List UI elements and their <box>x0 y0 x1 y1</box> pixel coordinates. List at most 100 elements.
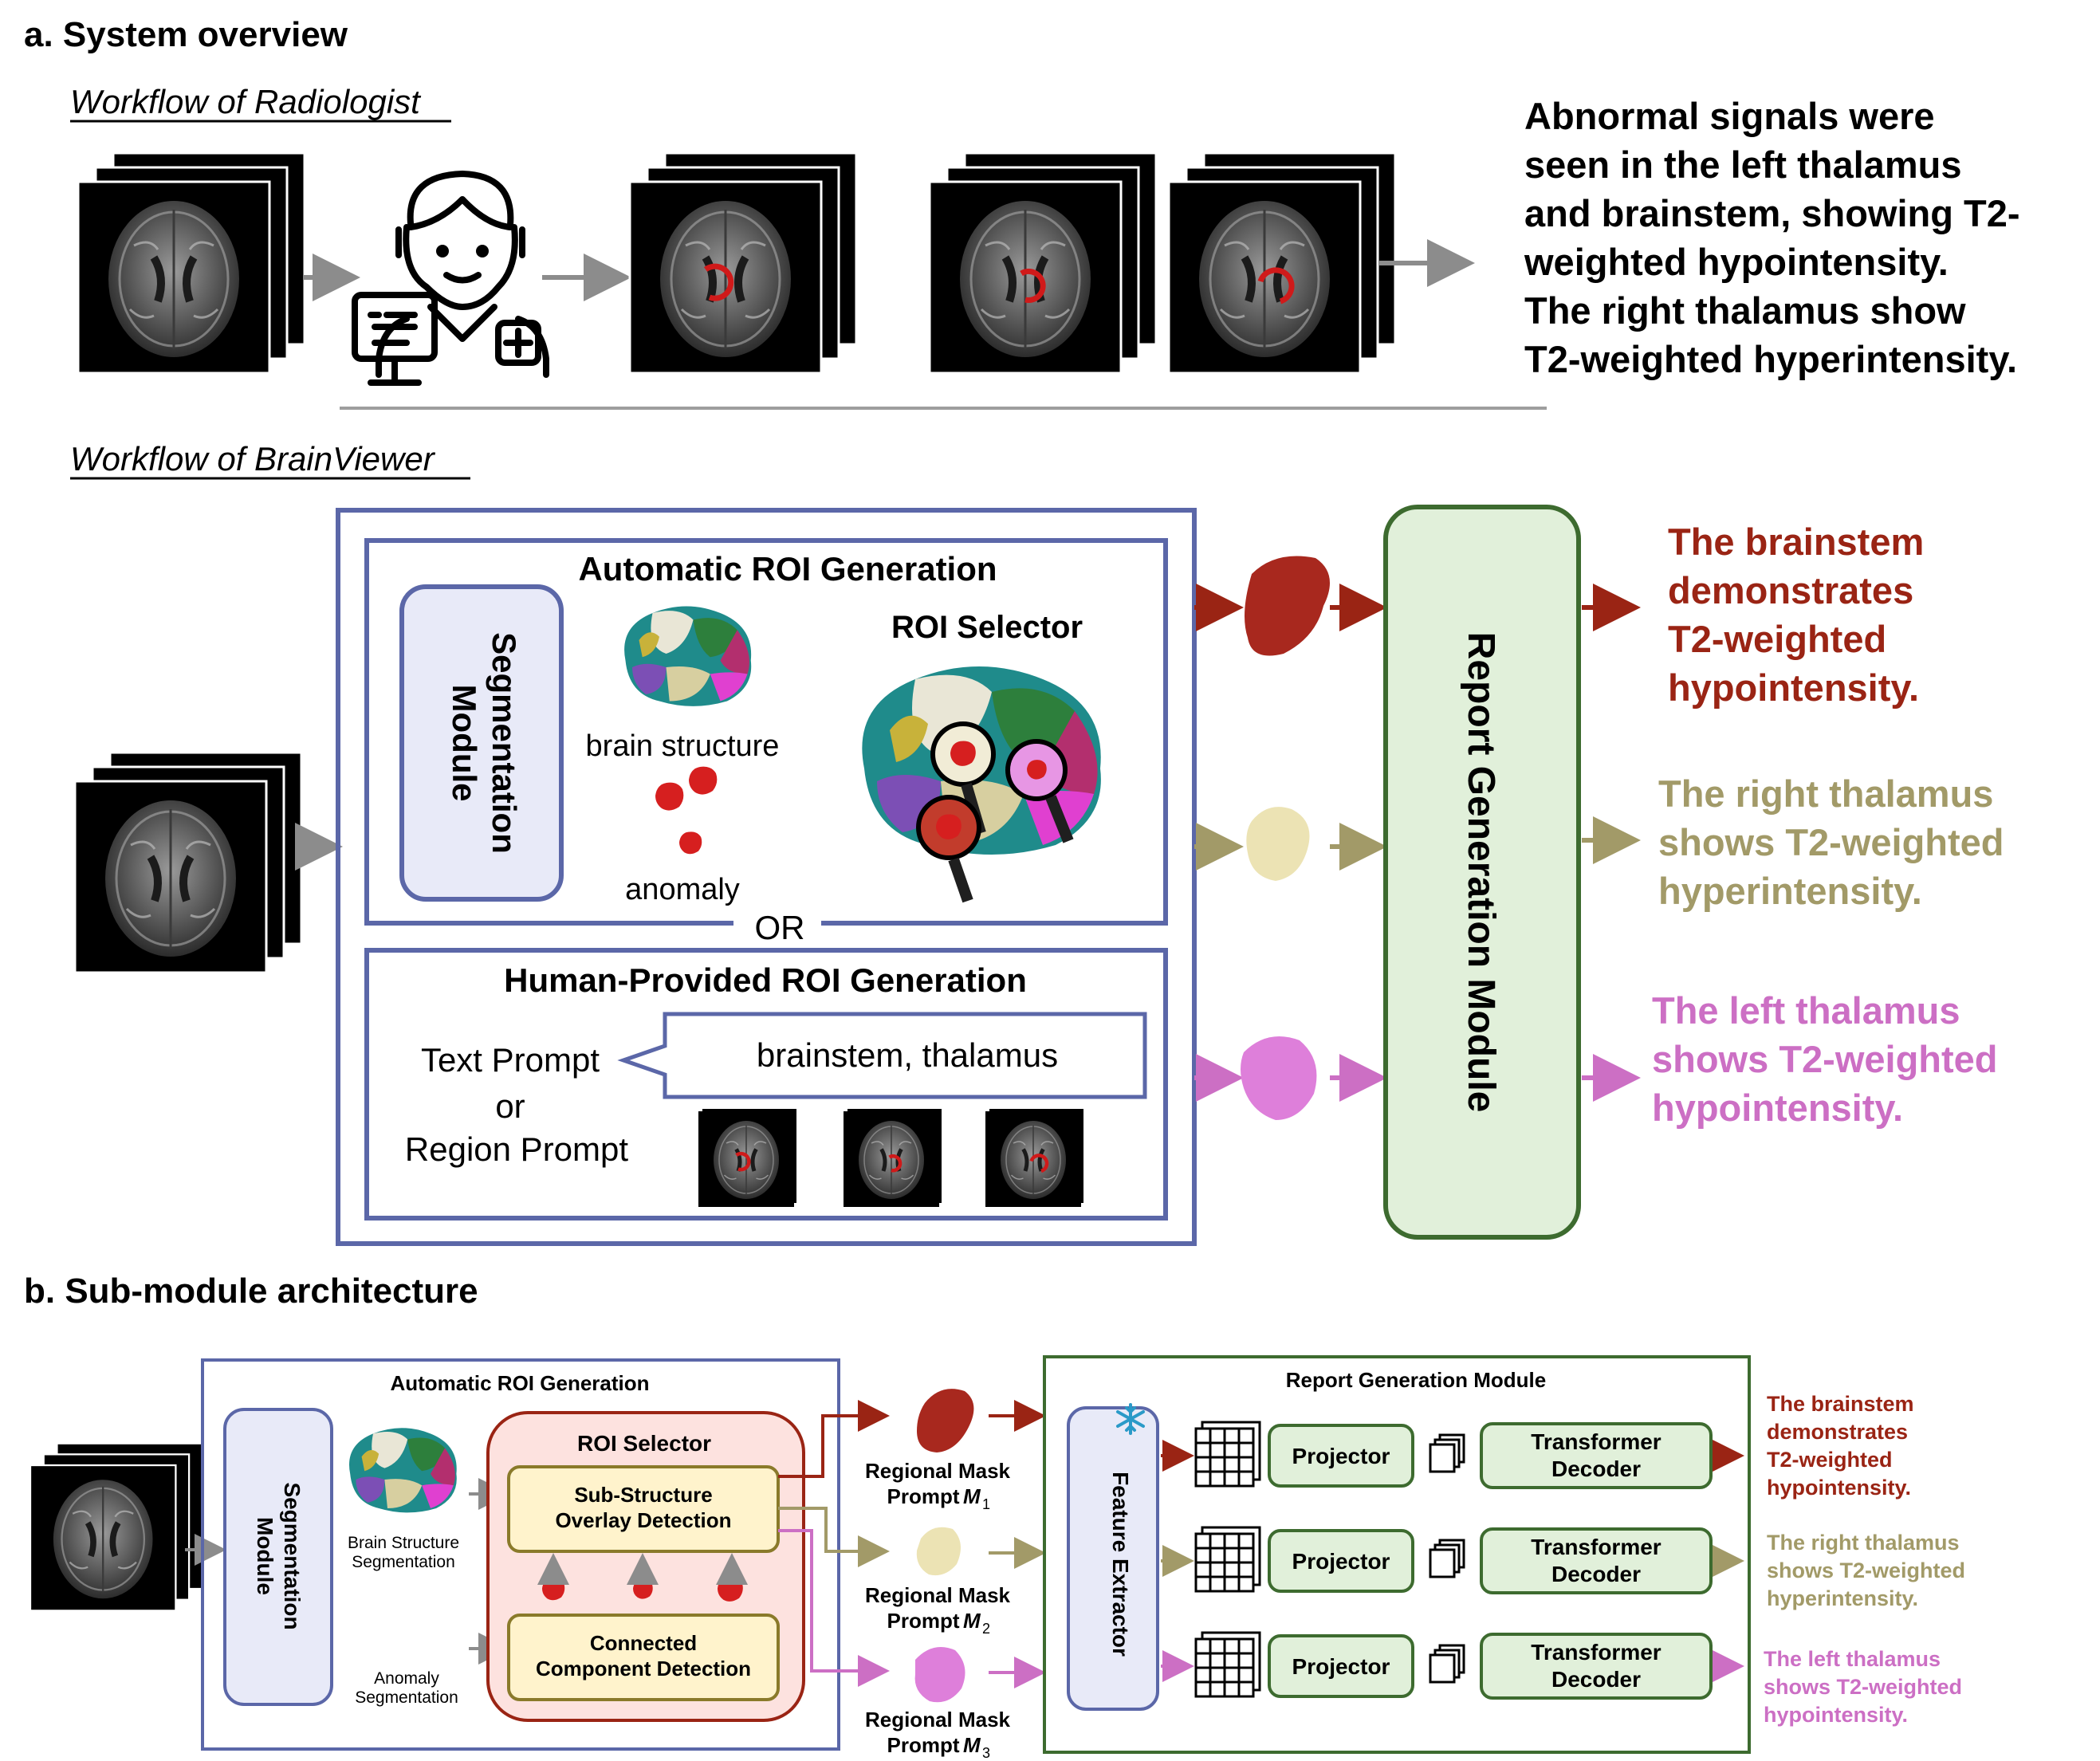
radiologist-heading: Workflow of Radiologist <box>70 83 422 120</box>
report-line: Abnormal signals were <box>1524 95 1935 137</box>
transformer-decoder-label: Transformer <box>1531 1429 1661 1454</box>
segmentation-module-label: Segmentation Module <box>446 632 523 854</box>
brain-structure-icon <box>349 1428 457 1513</box>
text-prompt-bubble <box>617 1012 1147 1099</box>
overlay-detection-label: Overlay Detection <box>555 1508 731 1532</box>
or-label: OR <box>755 909 805 946</box>
svg-text:2: 2 <box>982 1621 990 1637</box>
brain-structure-label-b: Segmentation <box>352 1553 455 1571</box>
segmentation-module-b <box>223 1408 333 1706</box>
svg-text:The brainstem: The brainstem <box>1767 1392 1914 1416</box>
report-line: seen in the left thalamus <box>1524 143 1961 186</box>
text-prompt-value: brainstem, thalamus <box>757 1036 1058 1074</box>
region-prompt-label: Region Prompt <box>405 1130 628 1168</box>
grid-icon <box>1194 1631 1261 1698</box>
left-thalamus-mask-b <box>914 1647 965 1703</box>
brain-structure-icon <box>624 606 752 706</box>
svg-text:T2-weighted: T2-weighted <box>1767 1448 1893 1472</box>
output-brainstem-b: The brainstem demonstrates T2-weighted h… <box>1767 1392 1914 1500</box>
mri-stack-annotated <box>630 153 856 373</box>
report-line: The right thalamus show <box>1524 289 1966 332</box>
brainstem-mask-b <box>917 1389 974 1452</box>
output-left-thalamus: The left thalamus shows T2-weighted hypo… <box>1652 989 1998 1129</box>
svg-text:shows T2-weighted: shows T2-weighted <box>1652 1038 1998 1080</box>
arrow-pink <box>778 1529 890 1687</box>
anomaly-label: anomaly <box>625 873 740 906</box>
segmentation-module <box>399 584 564 902</box>
report-line: and brainstem, showing T2- <box>1524 192 2020 234</box>
part-a-title: a. System overview <box>24 15 348 54</box>
region-prompt-slice <box>985 1107 1085 1207</box>
arrow-olive <box>778 1507 890 1567</box>
report-generation-module-label: Report Generation Module <box>1460 632 1502 1113</box>
svg-text:Prompt: Prompt <box>887 1484 960 1508</box>
svg-text:Prompt: Prompt <box>887 1733 960 1757</box>
svg-text:Regional Mask: Regional Mask <box>865 1708 1011 1732</box>
svg-text:Module: Module <box>446 685 483 802</box>
transformer-decoder-box <box>1480 1527 1713 1594</box>
svg-text:hypointensity.: hypointensity. <box>1668 666 1919 709</box>
right-thalamus-mask <box>1246 807 1310 881</box>
mask-prompt-label: Regional Mask Prompt M 2 <box>865 1583 1011 1637</box>
anomaly-label-b: Segmentation <box>355 1688 458 1707</box>
mri-stack-icon <box>78 153 305 373</box>
stack-icon <box>1429 1539 1465 1578</box>
auto-roi-box-b <box>201 1358 840 1751</box>
svg-text:hyperintensity.: hyperintensity. <box>1658 870 1922 912</box>
mri-stack-icon <box>30 1444 203 1611</box>
left-thalamus-mask <box>1241 1036 1317 1120</box>
report-generation-module <box>1383 505 1581 1240</box>
mri-stack-icon <box>75 753 301 973</box>
transformer-decoder-label: Decoder <box>1551 1456 1641 1481</box>
human-roi-box <box>364 948 1168 1221</box>
transformer-decoder-label: Transformer <box>1531 1640 1661 1665</box>
svg-text:Module: Module <box>253 1517 277 1595</box>
brainstem-mask <box>1245 556 1330 656</box>
transformer-decoder-box <box>1480 1422 1713 1489</box>
magnifier-icon <box>916 795 981 903</box>
or-gap <box>733 909 821 944</box>
connected-component-box <box>507 1614 780 1701</box>
anomaly-label-b: Anomaly <box>374 1669 439 1688</box>
svg-text:Segmentation: Segmentation <box>486 632 523 854</box>
output-right-thalamus: The right thalamus shows T2-weighted hyp… <box>1658 772 2004 912</box>
svg-text:T2-weighted: T2-weighted <box>1668 618 1886 660</box>
svg-text:M: M <box>963 1733 981 1757</box>
connected-component-label: Connected <box>590 1631 697 1655</box>
magnifier-icon <box>1005 739 1074 843</box>
overlay-detection-label: Sub-Structure <box>574 1483 712 1507</box>
connected-component-label: Component Detection <box>536 1657 751 1680</box>
projector-label: Projector <box>1292 1654 1390 1679</box>
anomaly-icon <box>655 766 718 855</box>
projector-label: Projector <box>1292 1444 1390 1468</box>
stack-icon <box>1429 1644 1465 1684</box>
auto-roi-title-b: Automatic ROI Generation <box>390 1371 649 1395</box>
report-generation-box-b <box>1043 1355 1751 1754</box>
svg-text:hypointensity.: hypointensity. <box>1764 1703 1908 1727</box>
anomaly-components <box>537 1553 748 1602</box>
svg-text:Segmentation: Segmentation <box>280 1482 305 1629</box>
svg-text:M: M <box>963 1484 981 1508</box>
roi-selector-label: ROI Selector <box>891 610 1083 645</box>
svg-text:shows T2-weighted: shows T2-weighted <box>1767 1559 1965 1582</box>
svg-text:The left thalamus: The left thalamus <box>1764 1647 1941 1671</box>
arrow-red <box>778 1400 890 1478</box>
transformer-decoder-box <box>1480 1633 1713 1700</box>
feature-extractor-box <box>1067 1406 1159 1711</box>
radiologist-report: Abnormal signals were seen in the left t… <box>1524 95 2020 380</box>
svg-text:hyperintensity.: hyperintensity. <box>1767 1586 1918 1610</box>
projector-box <box>1268 1424 1414 1488</box>
report-generation-title-b: Report Generation Module <box>1286 1368 1546 1392</box>
svg-text:The right thalamus: The right thalamus <box>1658 772 1993 815</box>
svg-text:The right thalamus: The right thalamus <box>1767 1531 1960 1555</box>
roi-selector-title: ROI Selector <box>577 1431 711 1456</box>
mask-prompt-label: Regional Mask Prompt M 3 <box>865 1708 1011 1761</box>
human-roi-title: Human-Provided ROI Generation <box>504 961 1027 999</box>
svg-text:3: 3 <box>982 1745 990 1761</box>
mri-stack-annotated <box>1169 153 1395 373</box>
transformer-decoder-label: Transformer <box>1531 1535 1661 1559</box>
svg-text:demonstrates: demonstrates <box>1668 569 1913 611</box>
mask-prompt-label: Regional Mask Prompt M 1 <box>865 1459 1011 1512</box>
transformer-decoder-label: Decoder <box>1551 1562 1641 1586</box>
projector-box <box>1268 1634 1414 1698</box>
